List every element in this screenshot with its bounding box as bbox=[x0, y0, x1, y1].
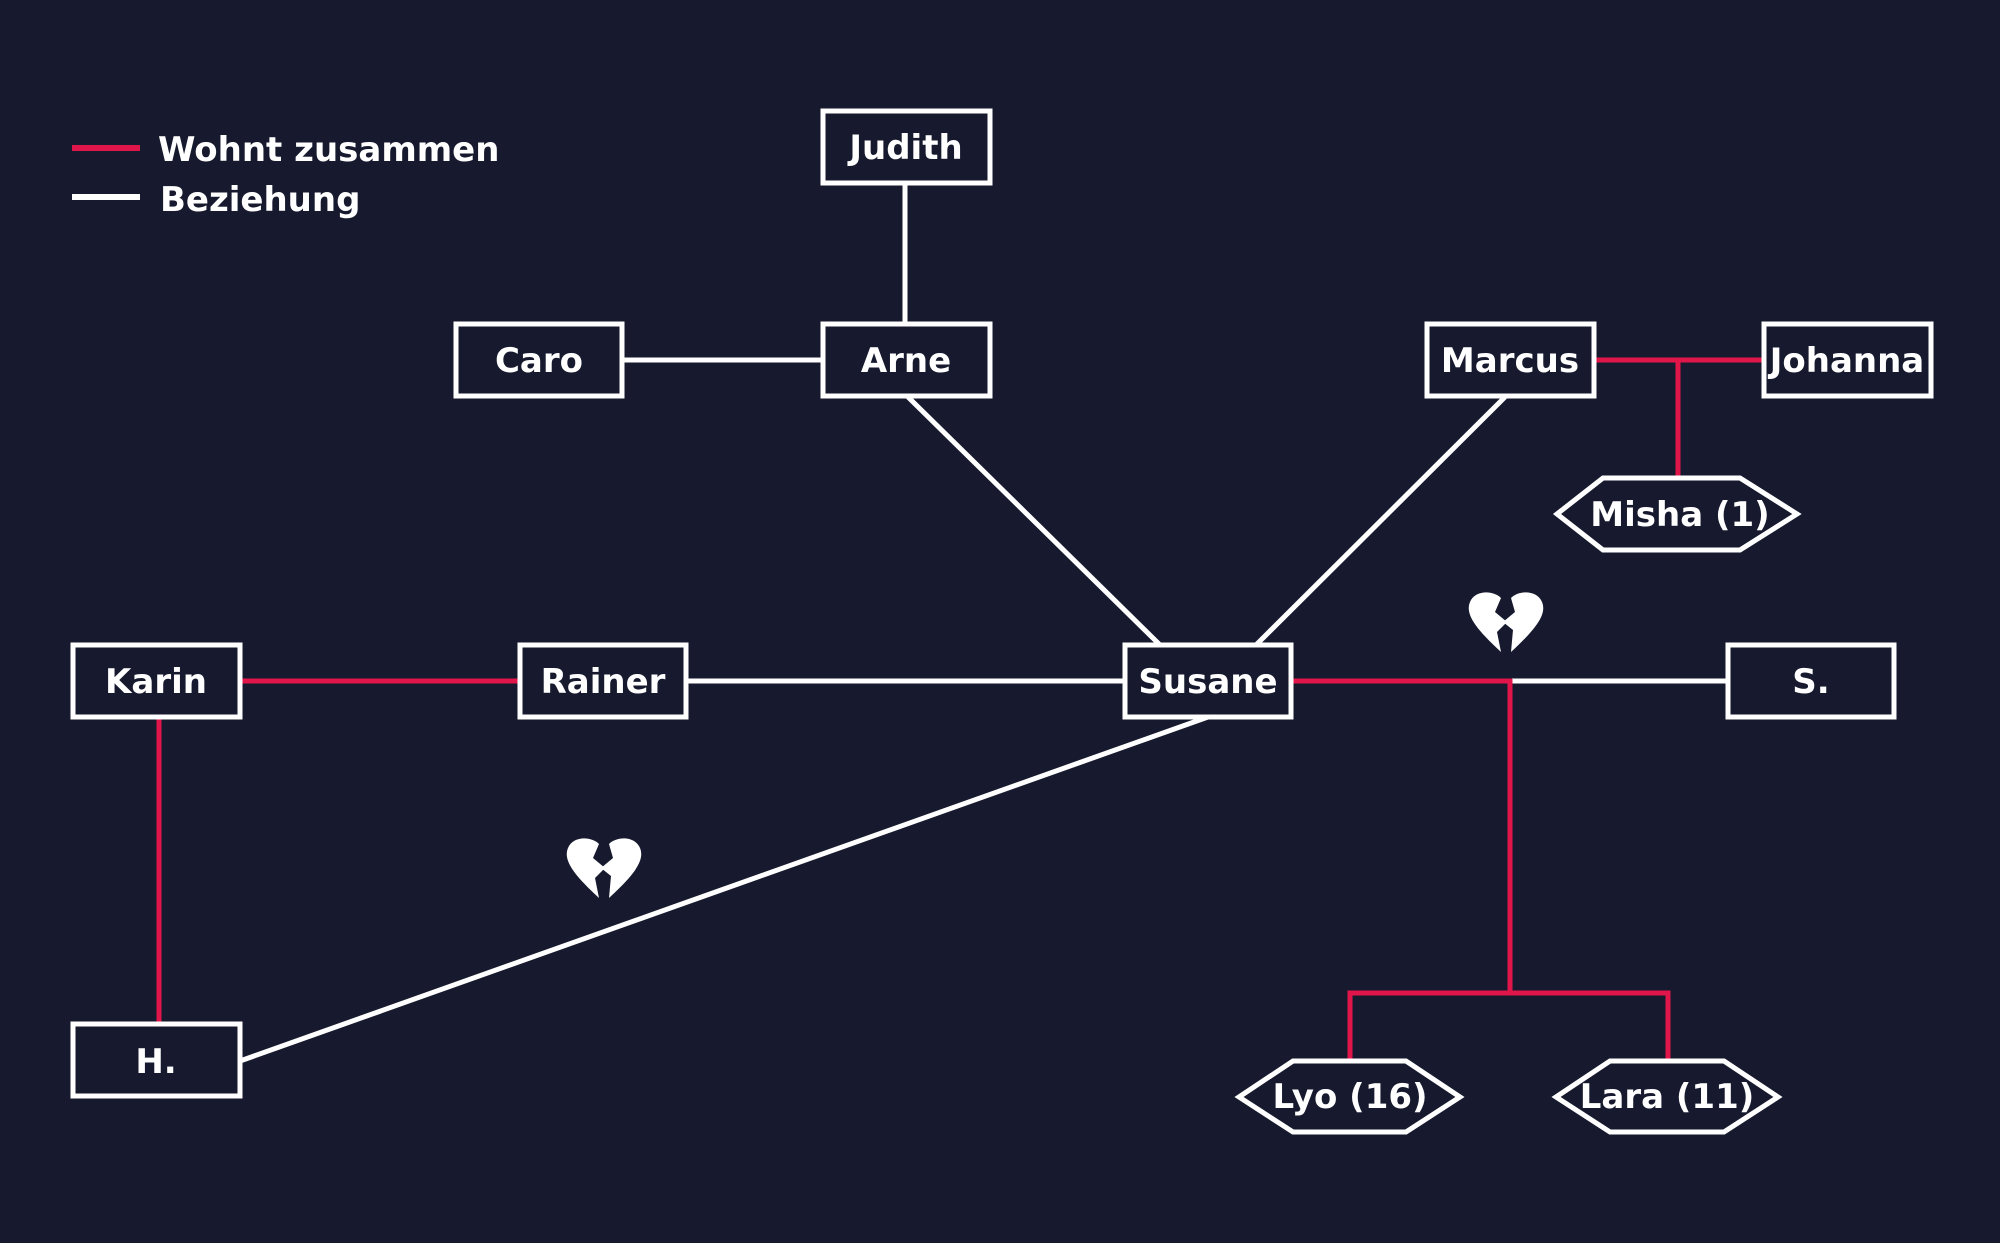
node-misha[interactable]: Misha (1) bbox=[1552, 475, 1802, 553]
node-label: Rainer bbox=[541, 662, 666, 702]
legend-label-relationship: Beziehung bbox=[160, 180, 360, 220]
node-s[interactable]: S. bbox=[1725, 642, 1897, 720]
legend: Wohnt zusammen Beziehung bbox=[72, 130, 499, 220]
line-arne-susane bbox=[906, 395, 1162, 647]
node-label: Johanna bbox=[1768, 341, 1925, 381]
node-label: Arne bbox=[861, 341, 951, 381]
node-judith[interactable]: Judith bbox=[820, 108, 993, 186]
node-caro[interactable]: Caro bbox=[453, 321, 625, 399]
node-arne[interactable]: Arne bbox=[820, 321, 993, 399]
lives-together-lines bbox=[156, 357, 1764, 1062]
node-marcus[interactable]: Marcus bbox=[1424, 321, 1597, 399]
node-label: H. bbox=[135, 1042, 176, 1082]
legend-label-lives-together: Wohnt zusammen bbox=[158, 130, 499, 170]
node-label: Karin bbox=[105, 662, 207, 702]
node-johanna[interactable]: Johanna bbox=[1761, 321, 1934, 399]
node-label: Caro bbox=[495, 341, 583, 381]
broken-heart-icon bbox=[566, 838, 642, 898]
node-karin[interactable]: Karin bbox=[70, 642, 243, 720]
node-susane[interactable]: Susane bbox=[1122, 642, 1294, 720]
line-susane-h bbox=[239, 714, 1209, 1064]
node-label: Susane bbox=[1138, 662, 1277, 702]
node-label: Lyo (16) bbox=[1272, 1077, 1427, 1117]
node-label: Misha (1) bbox=[1590, 495, 1769, 535]
line-marcus-susane bbox=[1254, 395, 1507, 647]
node-label: Marcus bbox=[1441, 341, 1579, 381]
node-rainer[interactable]: Rainer bbox=[517, 642, 689, 720]
node-lara[interactable]: Lara (11) bbox=[1551, 1058, 1783, 1135]
node-label: S. bbox=[1792, 662, 1829, 702]
broken-heart-icon bbox=[1468, 592, 1544, 652]
node-label: Lara (11) bbox=[1580, 1077, 1755, 1117]
relationship-lines bbox=[239, 183, 1728, 1064]
line-children-bar bbox=[1347, 990, 1671, 1062]
node-h[interactable]: H. bbox=[70, 1021, 243, 1099]
node-lyo[interactable]: Lyo (16) bbox=[1234, 1058, 1465, 1135]
node-label: Judith bbox=[847, 128, 962, 168]
